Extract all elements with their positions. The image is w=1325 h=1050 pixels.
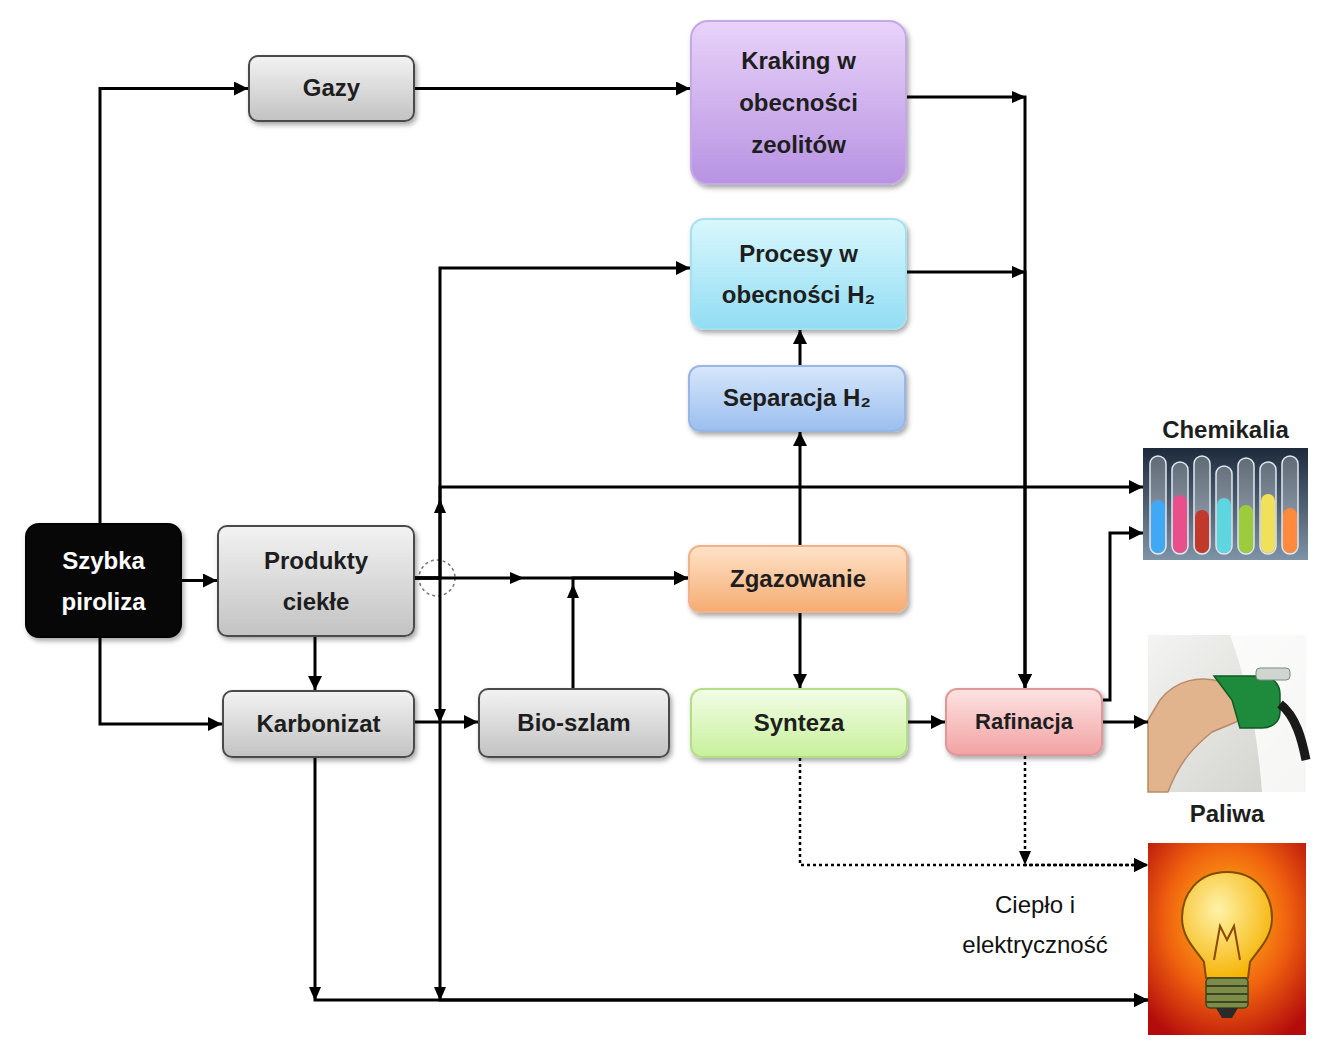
process-box: Separacja H₂ [688, 365, 906, 432]
flow-arrow [573, 578, 688, 688]
product-picture: Ciepło i elektryczność [1148, 843, 1306, 1035]
flow-arrow [415, 578, 1148, 1000]
process-box: Bio-szlam [478, 688, 670, 758]
box-label: Gazy [303, 68, 360, 109]
flow-arrow [908, 721, 945, 724]
process-box: Procesy w obecności H₂ [690, 218, 907, 330]
box-label: Separacja H₂ [723, 378, 871, 419]
flow-arrow [799, 613, 802, 688]
flow-arrow [1103, 721, 1148, 724]
box-label: Kraking w obecności zeolitów [702, 40, 895, 166]
flow-arrow [907, 97, 1025, 688]
flow-arrow [100, 638, 222, 724]
process-box: Produkty ciekłe [217, 525, 415, 637]
process-box: Rafinacja [945, 688, 1103, 756]
box-label: Zgazowanie [730, 559, 866, 600]
picture-label: Paliwa [1128, 798, 1325, 830]
dashed-connector [800, 758, 1148, 865]
flow-arrow [100, 89, 248, 524]
flow-arrow [415, 87, 690, 90]
flow-arrow [415, 268, 690, 578]
product-picture: Paliwa [1148, 635, 1306, 792]
flow-arrow [799, 330, 802, 365]
process-box: Zgazowanie [688, 545, 908, 613]
process-box: Gazy [248, 55, 415, 122]
chemicals-picture [1143, 448, 1308, 560]
process-box: Karbonizat [222, 690, 415, 758]
box-label: Karbonizat [256, 704, 380, 745]
box-label: Bio-szlam [517, 703, 630, 744]
process-box: Kraking w obecności zeolitów [690, 20, 907, 185]
flow-arrow [315, 758, 1148, 1000]
product-picture: Chemikalia [1143, 448, 1308, 560]
flow-arrow [314, 637, 317, 690]
dashed-connector [1025, 756, 1148, 865]
flow-arrow [1103, 533, 1143, 700]
flow-arrow [182, 579, 217, 582]
picture-label: Ciepło i elektryczność [930, 885, 1140, 965]
process-box: Synteza [690, 688, 908, 758]
picture-label: Chemikalia [1123, 414, 1325, 446]
heat-electricity-picture [1148, 843, 1306, 1035]
flow-arrow [907, 272, 1025, 688]
box-label: Produkty ciekłe [229, 540, 403, 622]
flow-arrow [415, 721, 478, 724]
box-label: Procesy w obecności H₂ [702, 233, 895, 315]
box-label: Synteza [754, 703, 845, 744]
box-label: Szybka piroliza [37, 540, 170, 622]
fuel-picture [1148, 635, 1306, 792]
start-box: Szybka piroliza [25, 523, 182, 638]
box-label: Rafinacja [975, 703, 1073, 740]
flow-arrow [799, 432, 802, 545]
